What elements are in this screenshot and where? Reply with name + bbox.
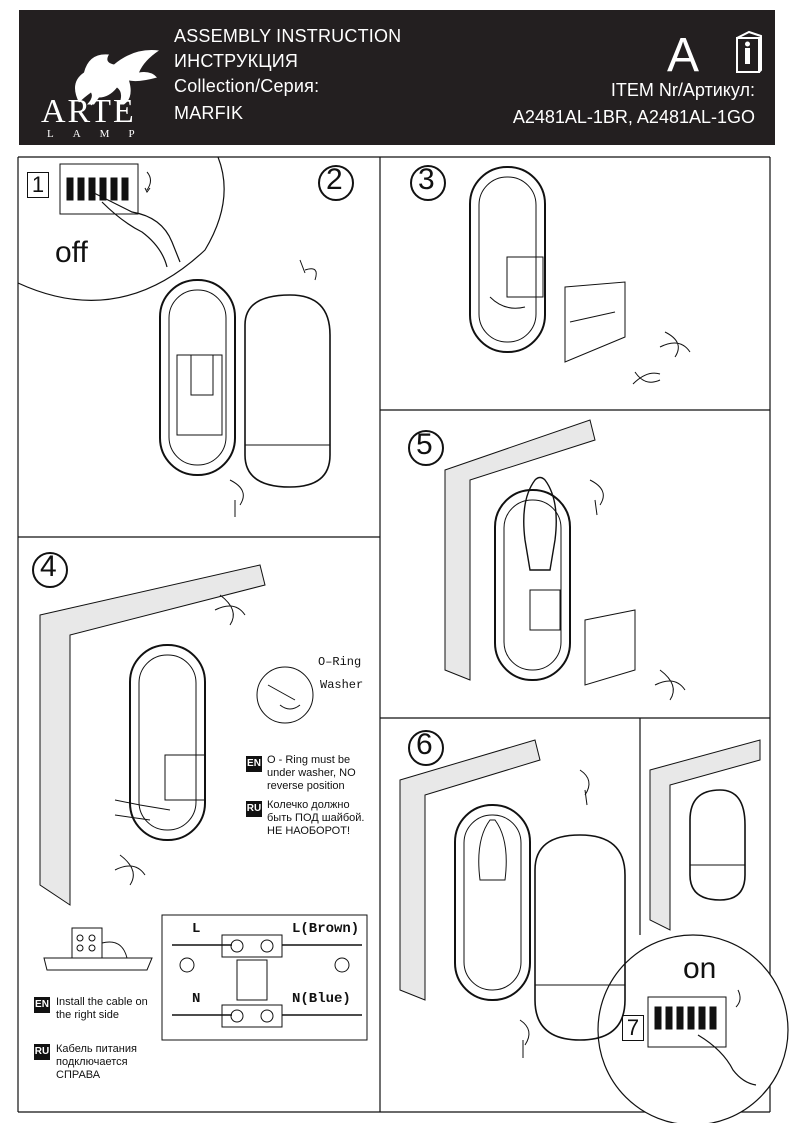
cable-note-en: Install the cable on the right side [56, 996, 148, 1021]
step-2-circle [318, 165, 354, 201]
wire-n-blue-label: N(Blue) [292, 991, 351, 1007]
step-3-circle [410, 165, 446, 201]
step-5-number: 5 [416, 428, 433, 461]
terminal-block-diagram [161, 914, 368, 1041]
step-6-cover-illustration [399, 739, 626, 1058]
step-6-number: 6 [416, 728, 433, 761]
cable-entry-illustration [43, 927, 153, 971]
step-6-final-lamp-illustration [649, 739, 761, 931]
title-en: ASSEMBLY INSTRUCTION [174, 26, 402, 46]
collection-value: MARFIK [174, 103, 244, 123]
item-value: A2481AL-1BR, A2481AL-1GO [512, 107, 755, 127]
step-3-number: 3 [418, 163, 435, 196]
washer-label: Washer [320, 678, 364, 692]
breaker-panel-off-icon [59, 163, 181, 268]
cable-note-ru: Кабель питания подключается СПРАВА [56, 1043, 137, 1081]
info-book-icon [736, 30, 762, 73]
title-ru: ИНСТРУКЦИЯ [174, 51, 299, 71]
header-bar: ARTE LAMP ASSEMBLY INSTRUCTION ИНСТРУКЦИ… [19, 10, 775, 145]
en-tag: EN [246, 756, 262, 772]
wire-l-brown-label: L(Brown) [292, 921, 360, 937]
item-label: ITEM Nr/Артикул: [610, 80, 755, 100]
step-5-circle [408, 430, 444, 466]
cable-en-tag: EN [34, 997, 50, 1013]
step-4-circle [32, 552, 68, 588]
step-3-socket-illustration [469, 166, 691, 385]
brand-name: ARTE [41, 93, 136, 130]
oring-note-en: O - Ring must be under washer, NO revers… [267, 754, 356, 792]
oring-note-ru: Колечко должно быть ПОД шайбой. НЕ НАОБО… [267, 799, 365, 837]
on-label: on [683, 952, 717, 985]
wire-n-label: N [192, 991, 201, 1007]
step-6-circle [408, 730, 444, 766]
step-1-number: 1 [27, 172, 49, 198]
step-2-lamp-illustration [159, 259, 331, 517]
wire-l-label: L [192, 921, 201, 937]
breaker-panel-on-icon [647, 989, 757, 1086]
step-4-number: 4 [40, 550, 57, 583]
cable-ru-tag: RU [34, 1044, 50, 1060]
ru-tag: RU [246, 801, 262, 817]
off-label: off [55, 236, 88, 269]
step-7-number: 7 [622, 1015, 644, 1041]
step-4-wall-mount-illustration [39, 564, 314, 906]
oring-label: O–Ring [318, 655, 362, 669]
collection-label: Collection/Серия: [174, 76, 320, 96]
brand-subtitle: LAMP [47, 128, 154, 140]
size-letter: A [667, 29, 700, 82]
step-5-bulb-illustration [444, 419, 686, 701]
winged-lion-logo-icon [75, 50, 159, 105]
step-2-number: 2 [326, 163, 343, 196]
